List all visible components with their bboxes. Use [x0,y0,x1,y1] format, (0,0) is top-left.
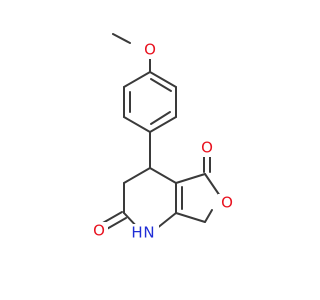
bond-benzene-3 [149,116,177,133]
atom-labels: O O O O H N [90,41,236,242]
lactam-carbonyl-o-bg [90,222,108,240]
nh-bg [129,224,159,242]
bond-lactone-4 [175,212,206,223]
bond-lactam-carbonyl-2 [104,217,127,231]
methoxy-oxygen-label: O [144,41,156,59]
bond-lines [100,33,221,231]
nh-hydrogen-label: H [131,224,142,242]
lactone-carbonyl-o-bg [198,139,216,157]
bond-lactone-1 [175,173,206,184]
bond-benzene-inner-2 [150,111,171,125]
bond-methyl-o [112,33,131,44]
methoxy-o-bg [141,41,159,59]
bond-benzene-4 [123,116,151,133]
bond-lactone-2 [204,173,221,197]
bond-ring-1 [149,167,177,184]
bond-ring-6 [123,167,151,184]
bond-benzene-6 [123,71,151,88]
molecule-structure-diagram: O O O O H N [90,33,236,242]
lactam-carbonyl-oxygen-label: O [93,222,105,240]
bond-ring-3 [155,212,177,230]
bond-benzene-1 [149,71,177,88]
lactone-carbonyl-oxygen-label: O [201,139,213,157]
ring-o-bg [218,194,236,212]
bond-lactone-3 [204,209,213,223]
ring-oxygen-label: O [221,194,233,212]
bond-benzene-inner-1 [150,78,172,92]
nh-nitrogen-label: N [143,224,154,242]
